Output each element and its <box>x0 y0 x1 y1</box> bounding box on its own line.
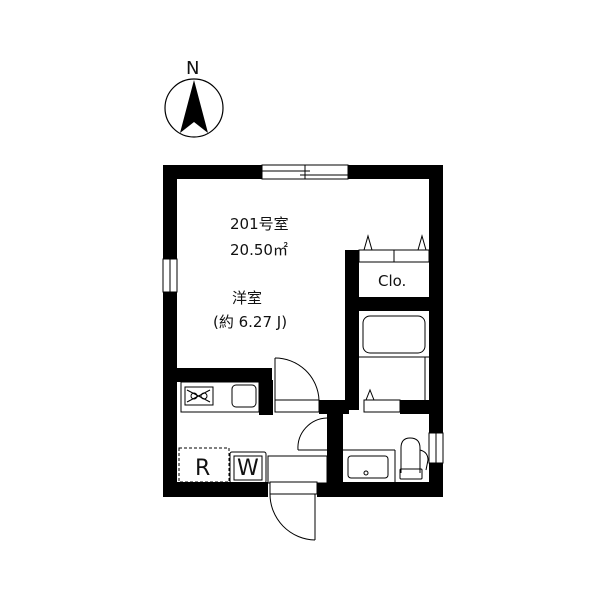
north-label: N <box>186 58 200 79</box>
refrigerator-space <box>178 447 230 483</box>
window-left <box>162 258 178 293</box>
room-type: 洋室 <box>232 289 263 307</box>
window-right <box>428 432 444 464</box>
door-room <box>274 357 320 413</box>
room-area: 20.50㎡ <box>230 241 288 259</box>
door-bathroom <box>297 417 328 451</box>
washer <box>229 451 267 484</box>
room-size: (約 6.27 J) <box>213 313 288 331</box>
north-arrow-icon <box>164 78 224 138</box>
washer-label: W <box>237 456 259 481</box>
room-number: 201号室 <box>230 215 289 233</box>
outer-walls <box>163 165 443 497</box>
interior-walls <box>177 250 435 485</box>
bathroom-fixtures <box>343 437 429 482</box>
closet-doors <box>358 234 430 263</box>
window-top <box>261 164 349 180</box>
bathtub <box>359 315 429 413</box>
refrigerator-label: R <box>195 456 211 481</box>
closet-label: Clo. <box>378 272 407 290</box>
kitchen-counter <box>180 381 260 413</box>
entrance-step <box>267 455 328 484</box>
door-entrance <box>269 481 318 541</box>
